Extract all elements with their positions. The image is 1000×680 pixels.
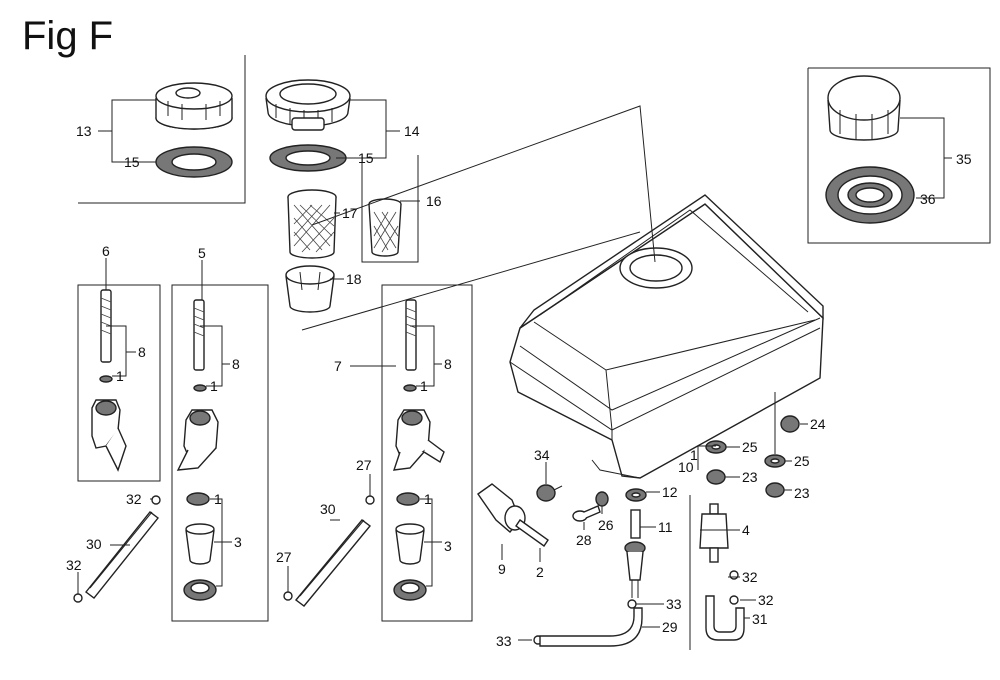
callout-27: 27 [356,457,372,473]
callout-8: 8 [232,356,240,372]
callout-7: 7 [334,358,342,374]
callout-1: 1 [214,491,222,507]
callout-17: 17 [342,205,358,221]
callout-1: 1 [420,378,428,394]
callout-25: 25 [742,439,758,455]
callout-3: 3 [444,538,452,554]
callout-8: 8 [138,344,146,360]
callout-36: 36 [920,191,936,207]
filter-ring-18 [285,265,335,313]
callout-1: 1 [210,378,218,394]
callout-32: 32 [66,557,82,573]
callout-4: 4 [742,522,750,538]
fuel-tube-29 [539,607,643,647]
callout-11: 11 [658,519,673,535]
fuel-tube-30b [294,519,372,607]
callout-18: 18 [346,271,362,287]
callout-labels: 13 15 14 15 17 16 18 35 36 6 5 8 1 8 1 7… [66,123,972,649]
callout-1: 1 [690,447,698,463]
nut-23a [706,469,726,485]
washer-26 [595,491,609,507]
callout-23: 23 [794,485,810,501]
callout-10: 10 [678,459,694,475]
drain-knob-9 [477,483,526,533]
cap-gasket-36 [825,166,915,224]
fuel-filter-17 [287,189,337,259]
leader-tank-filter [301,105,656,331]
callout-31: 31 [752,611,768,627]
box-cock-5 [171,284,269,622]
fuel-tube-30a [85,511,159,599]
figure-title: Fig F [22,14,114,58]
fuel-cock-7 [392,299,445,601]
leader-lines [77,99,952,641]
fuel-cap-14 [265,79,351,131]
nut-24 [780,415,800,433]
callout-32: 32 [742,569,758,585]
box-cap-13 [78,55,246,204]
inline-filter-4 [699,503,729,563]
callout-32: 32 [126,491,142,507]
callout-15: 15 [358,150,374,166]
callout-9: 9 [498,561,506,577]
cap-gasket-15 [155,146,233,178]
washer-25a [705,440,727,454]
callout-23: 23 [742,469,758,485]
bolt-2 [515,519,549,547]
callout-32: 32 [758,592,774,608]
callout-30: 30 [86,536,102,552]
fuel-tube-31 [705,595,745,641]
callout-26: 26 [598,517,614,533]
callout-13: 13 [76,123,92,139]
callout-16: 16 [426,193,442,209]
callout-34: 34 [534,447,550,463]
callout-27: 27 [276,549,292,565]
callout-33: 33 [666,596,682,612]
fuel-strainer-16 [368,198,402,257]
nut-23b [765,482,785,498]
callout-15: 15 [124,154,140,170]
fuel-cap-13 [155,82,233,130]
callout-24: 24 [810,416,826,432]
box-cock-7 [381,284,473,622]
box-strainer-16 [361,155,419,263]
box-cap-35 [807,67,991,244]
washer-12 [625,488,647,502]
callout-6: 6 [102,243,110,259]
callout-5: 5 [198,245,206,261]
cap-gasket-15b [269,144,347,172]
fuel-cap-35 [827,75,901,141]
callout-2: 2 [536,564,544,580]
fuel-tank [509,194,824,479]
callout-33: 33 [496,633,512,649]
callout-30: 30 [320,501,336,517]
bolt-28 [572,505,601,522]
callout-8: 8 [444,356,452,372]
nut-34 [536,484,563,502]
fuel-cock-5 [176,299,219,601]
callout-3: 3 [234,534,242,550]
callout-12: 12 [662,484,678,500]
callout-1: 1 [424,491,432,507]
callout-14: 14 [404,123,420,139]
callout-29: 29 [662,619,678,635]
callout-35: 35 [956,151,972,167]
box-cock-6 [77,284,161,482]
callout-1: 1 [116,368,124,384]
callout-28: 28 [576,532,592,548]
fuel-joint-11 [624,509,646,598]
callout-25: 25 [794,453,810,469]
